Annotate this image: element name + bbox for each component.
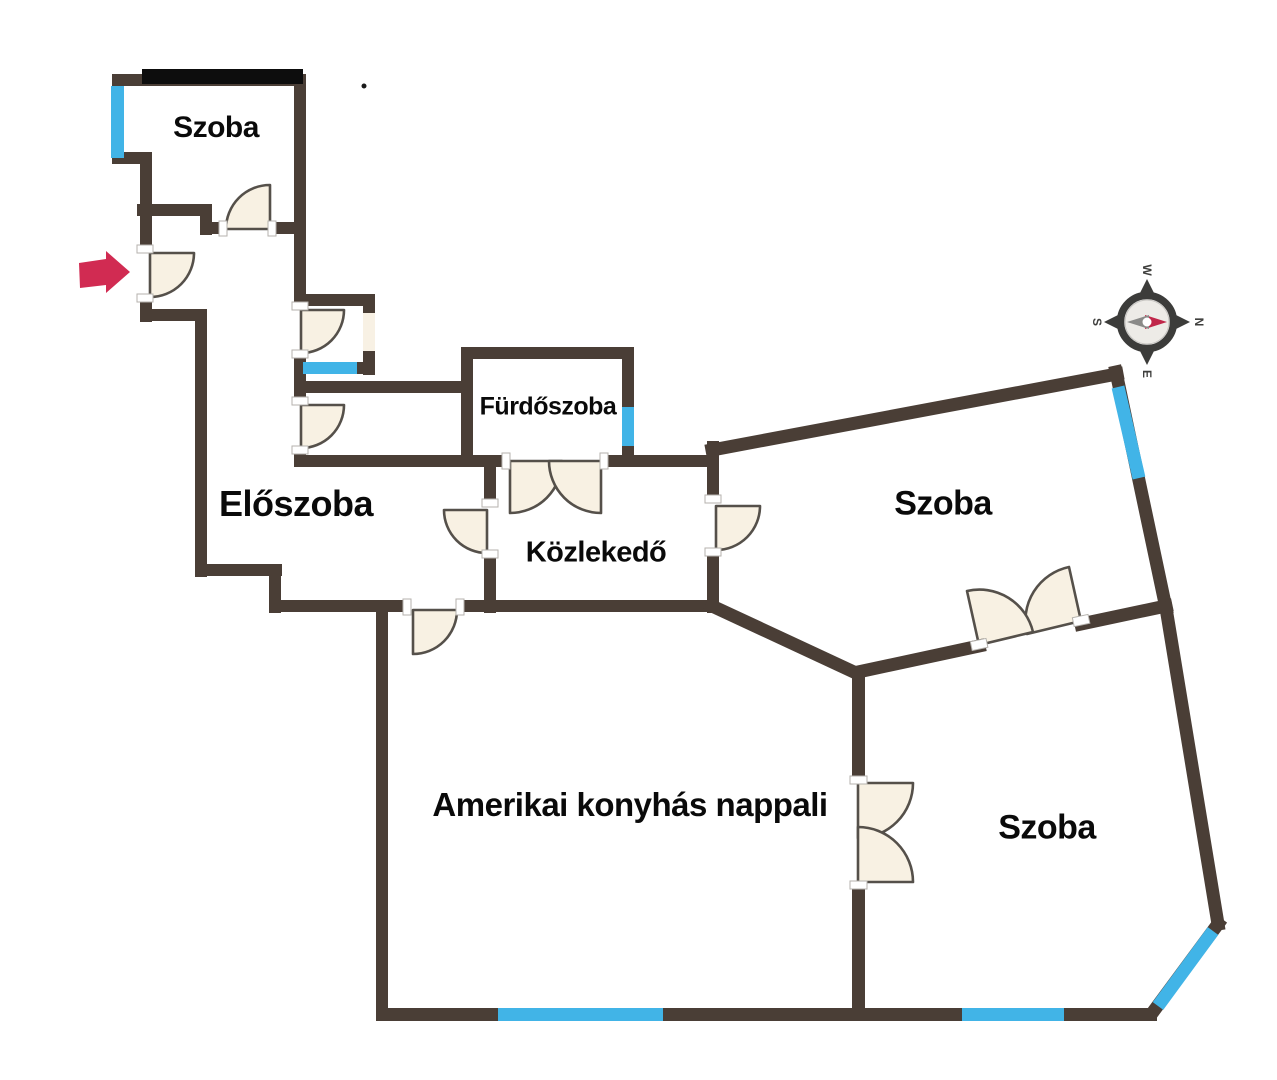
door-arc (299, 308, 346, 355)
compass-rose-icon: N E S W (1090, 264, 1206, 378)
entrance-door-arc (148, 251, 196, 299)
window (1111, 385, 1146, 480)
compass-label-w: W (1140, 264, 1154, 276)
window (111, 86, 124, 158)
window (622, 407, 634, 446)
room-label-nappali: Amerikai konyhás nappali (432, 786, 828, 823)
compass-needle-north (1145, 315, 1167, 329)
door-jambs (136, 220, 1091, 890)
double-door-arc (856, 825, 915, 884)
slanted-walls (703, 364, 1228, 1022)
window (1152, 927, 1219, 1010)
room-label-szoba-top-left: Szoba (173, 111, 259, 144)
window (498, 1008, 663, 1021)
door-arc (299, 403, 346, 450)
plan-dot (361, 83, 367, 89)
door-arcs (148, 183, 1083, 884)
windows (111, 86, 1219, 1021)
interior-opening (363, 313, 375, 351)
window (303, 362, 357, 374)
compass-label-s: S (1090, 318, 1104, 326)
door-arc (411, 608, 459, 656)
double-door-arc (547, 459, 603, 515)
compass-label-n: N (1192, 318, 1206, 327)
double-door-arc (965, 588, 1035, 647)
room-label-furdoszoba: Fürdőszoba (479, 392, 617, 421)
entrance-arrow-icon (79, 251, 130, 293)
door-arc (714, 504, 762, 552)
door-arc (224, 183, 272, 231)
party-wall (142, 69, 303, 84)
double-door-arc (1024, 565, 1083, 636)
window (962, 1008, 1064, 1021)
room-label-szoba-bottom-right: Szoba (998, 808, 1096, 847)
compass-needle-south (1127, 315, 1149, 329)
room-label-eloszoba: Előszoba (218, 483, 374, 524)
room-label-szoba-top-right: Szoba (894, 484, 992, 523)
door-arc (442, 508, 489, 555)
room-label-kozlekedo: Közlekedő (525, 536, 667, 569)
compass-label-e: E (1140, 370, 1154, 378)
